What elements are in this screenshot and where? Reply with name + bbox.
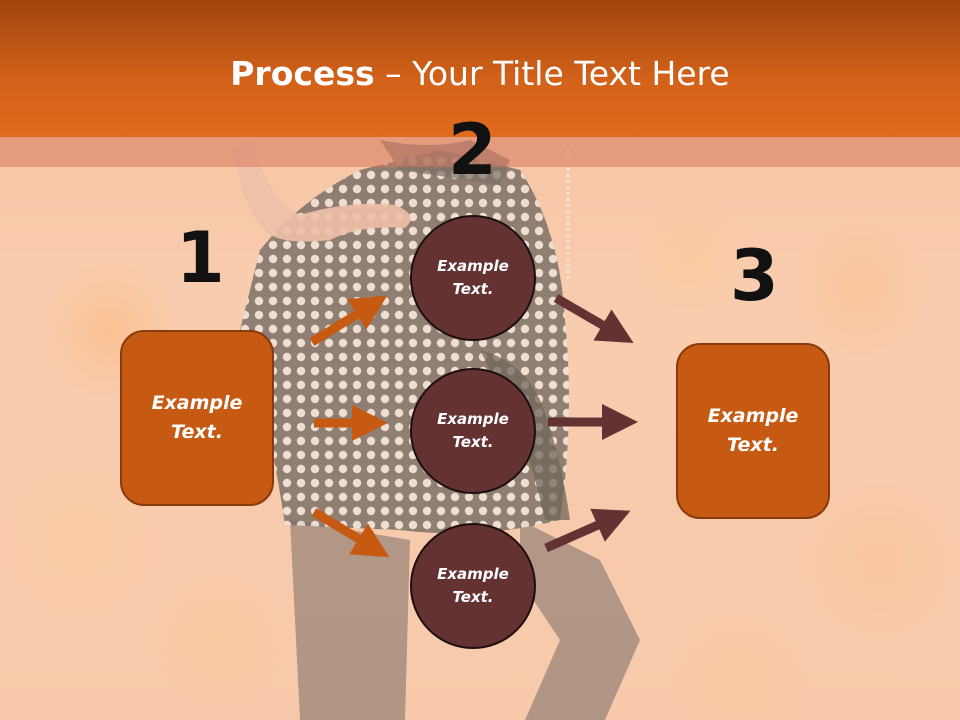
step-number-3: 3 xyxy=(730,235,779,317)
title-underband xyxy=(0,137,960,167)
step-number-1: 1 xyxy=(176,217,225,299)
step-3-box: Example Text. xyxy=(676,343,830,519)
step-2-circle-middle: Example Text. xyxy=(410,368,536,494)
title-bar xyxy=(0,0,960,137)
step-2-circle-bottom: Example Text. xyxy=(410,523,536,649)
arrow-left-to-bottom xyxy=(311,508,390,558)
title-bold: Process xyxy=(230,54,375,93)
slide-title: Process – Your Title Text Here xyxy=(0,52,960,96)
step-number-2: 2 xyxy=(448,109,497,191)
step-1-box: Example Text. xyxy=(120,330,274,506)
step-2-circle-top: Example Text. xyxy=(410,215,536,341)
arrow-left-to-top xyxy=(309,295,388,346)
arrow-bottom-to-right xyxy=(544,508,631,553)
arrow-top-to-right xyxy=(553,294,634,344)
title-rest: – Your Title Text Here xyxy=(374,54,730,93)
